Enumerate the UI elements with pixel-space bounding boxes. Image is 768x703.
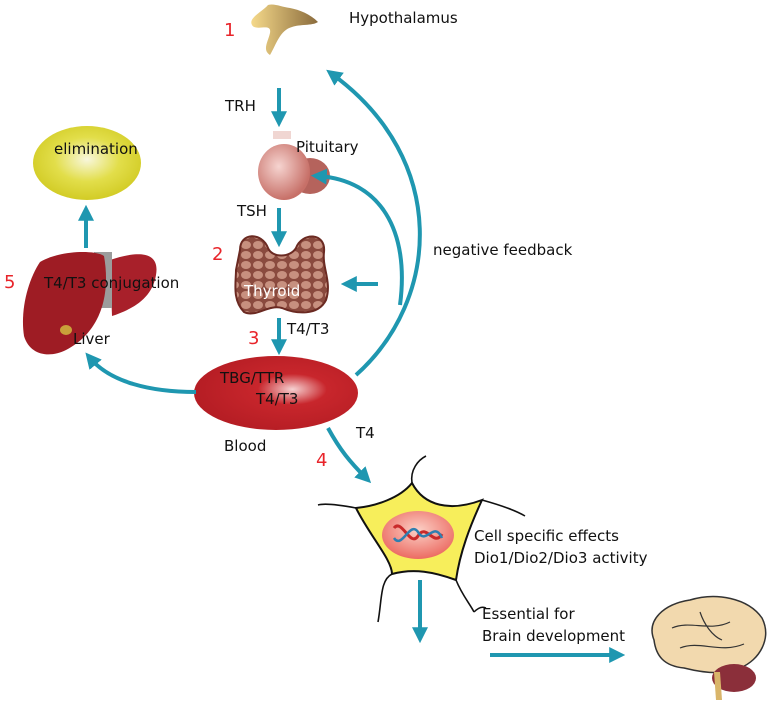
thyroid-icon (234, 235, 329, 315)
blood-to-liver-arrow (85, 352, 197, 394)
cell-effects-label: Cell specific effects (474, 527, 619, 545)
liver-label: Liver (73, 330, 110, 348)
negative-feedback-label: negative feedback (433, 241, 573, 259)
liver-process-label: T4/T3 conjugation (44, 274, 180, 292)
dio-activity-label: Dio1/Dio2/Dio3 activity (474, 549, 648, 567)
trh-label: TRH (225, 97, 256, 115)
pituitary-label: Pituitary (296, 138, 359, 156)
step-number-1: 1 (224, 20, 236, 41)
thyroid-label: Thyroid (244, 282, 301, 300)
hypothalamus-icon (251, 4, 318, 55)
step-number-3: 3 (248, 328, 260, 349)
pituitary-feedback-arrow (310, 168, 404, 306)
pituitary-icon (258, 131, 330, 200)
blood-ellipse (194, 356, 358, 430)
t4t3-edge-label: T4/T3 (287, 320, 330, 338)
brain-development-label: Brain development (482, 627, 626, 645)
blood-tbg-ttr-label: TBG/TTR (220, 369, 285, 387)
blood-label: Blood (224, 437, 267, 455)
step-number-2: 2 (212, 244, 224, 265)
liver-icon (22, 252, 157, 355)
tsh-label: TSH (237, 202, 267, 220)
hypothalamus-feedback-arrow (326, 69, 422, 377)
elimination-label: elimination (54, 140, 138, 158)
step-number-4: 4 (316, 450, 328, 471)
step-number-5: 5 (4, 272, 16, 293)
blood-to-cell-arrow (326, 427, 372, 484)
hypothalamus-label: Hypothalamus (349, 9, 458, 27)
blood-t4t3-label: T4/T3 (256, 390, 299, 408)
cell-icon (317, 455, 526, 623)
t4-edge-label: T4 (356, 424, 375, 442)
essential-for-label: Essential for (482, 605, 575, 623)
elimination-ellipse (33, 126, 141, 200)
brain-icon (651, 595, 767, 700)
